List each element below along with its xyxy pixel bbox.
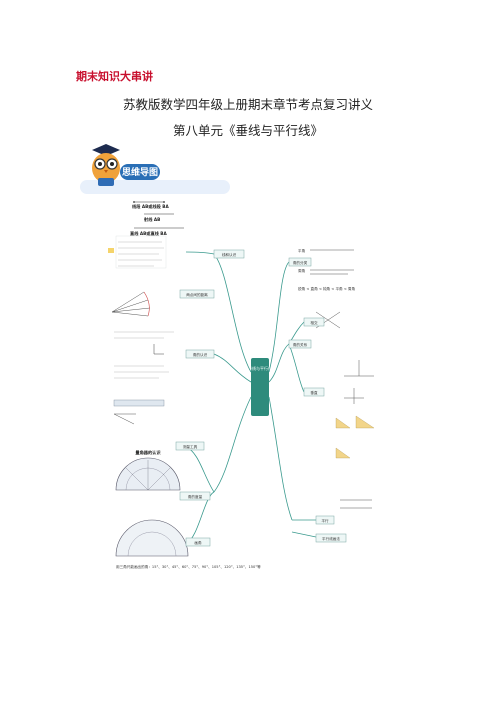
node-intersect <box>303 317 325 327</box>
node-line-recognition-label: 线和认识 <box>222 252 237 257</box>
bottom-note: 用三角尺能画出的角：15°、30°、45°、60°、75°、90°、105°、1… <box>116 564 261 569</box>
mascot-shadow <box>80 180 230 194</box>
fan-diagram <box>111 291 151 317</box>
mascot-illustration: 思维导图 <box>80 144 230 194</box>
segment-diagrams: 线段 AB或线段 BA 射线 AB 直线 AB或直线 BA <box>130 201 184 237</box>
node-relation-label: 角的关系 <box>293 342 308 347</box>
header-tag: 期末知识大串讲 <box>76 70 153 83</box>
node-angle-class <box>288 257 312 267</box>
protractor-caption: 量角器的认识 <box>135 449 161 456</box>
center-node <box>251 358 269 416</box>
node-distance <box>179 289 215 299</box>
left-text-block-1 <box>108 235 167 269</box>
node-relation <box>288 339 312 349</box>
node-distance-label: 两点间的距离 <box>186 292 208 297</box>
mind-map: 垂线与平行线 线段 AB或线段 BA 射线 AB 直线 AB或直线 BA <box>108 201 375 569</box>
perpendicular-diagrams <box>315 311 374 404</box>
node-angle <box>185 349 215 359</box>
ruler-icon <box>113 399 165 425</box>
full-angle-label: 周角 <box>298 268 306 273</box>
node-draw-angle <box>185 537 211 547</box>
node-line-recognition <box>213 249 245 259</box>
owl-book-icon <box>98 178 114 186</box>
center-node-label: 垂线与平行线 <box>248 365 272 371</box>
node-angle-label: 角的认识 <box>193 352 208 357</box>
segment-label: 线段 AB或线段 BA <box>132 203 169 210</box>
document-title: 苏教版数学四年级上册期末章节考点复习讲义 <box>122 97 373 112</box>
node-angle-class-label: 角的分类 <box>293 260 308 265</box>
node-parallel-draw-label: 平行线画法 <box>322 536 340 541</box>
straight-angle-label: 平角 <box>298 248 306 253</box>
node-tools-label: 测量工具 <box>183 444 198 449</box>
protractor-icon <box>115 457 181 491</box>
node-parallel-label: 平行 <box>321 518 329 523</box>
unit-title: 第八单元《垂线与平行线》 <box>172 123 323 138</box>
node-tools <box>175 441 205 451</box>
parallel-diagram <box>340 499 372 509</box>
node-draw-angle-label: 画角 <box>194 540 202 545</box>
protractor-large-icon <box>115 519 189 557</box>
angle-order-label: 锐角 < 直角 < 钝角 < 平角 < 周角 <box>298 286 356 291</box>
triangle-ruler-icons <box>335 415 375 459</box>
node-parallel-draw <box>315 533 347 543</box>
angle-types: 平角 周角 锐角 < 直角 < 钝角 < 平角 < 周角 <box>298 248 356 291</box>
right-branches <box>268 261 317 538</box>
line-label: 直线 AB或直线 BA <box>130 230 167 237</box>
node-measure <box>179 491 211 501</box>
mindmap-badge <box>120 164 160 180</box>
graduation-cap-icon <box>92 144 120 156</box>
owl-beak <box>104 170 108 173</box>
node-perpendicular <box>303 387 325 397</box>
node-perpendicular-label: 垂直 <box>310 390 318 395</box>
node-intersect-label: 相交 <box>310 320 318 325</box>
node-parallel <box>315 515 335 525</box>
badge-label: 思维导图 <box>122 166 158 178</box>
angle-block <box>114 331 174 379</box>
node-measure-label: 角的度量 <box>188 494 203 499</box>
ray-label: 射线 AB <box>143 216 160 223</box>
